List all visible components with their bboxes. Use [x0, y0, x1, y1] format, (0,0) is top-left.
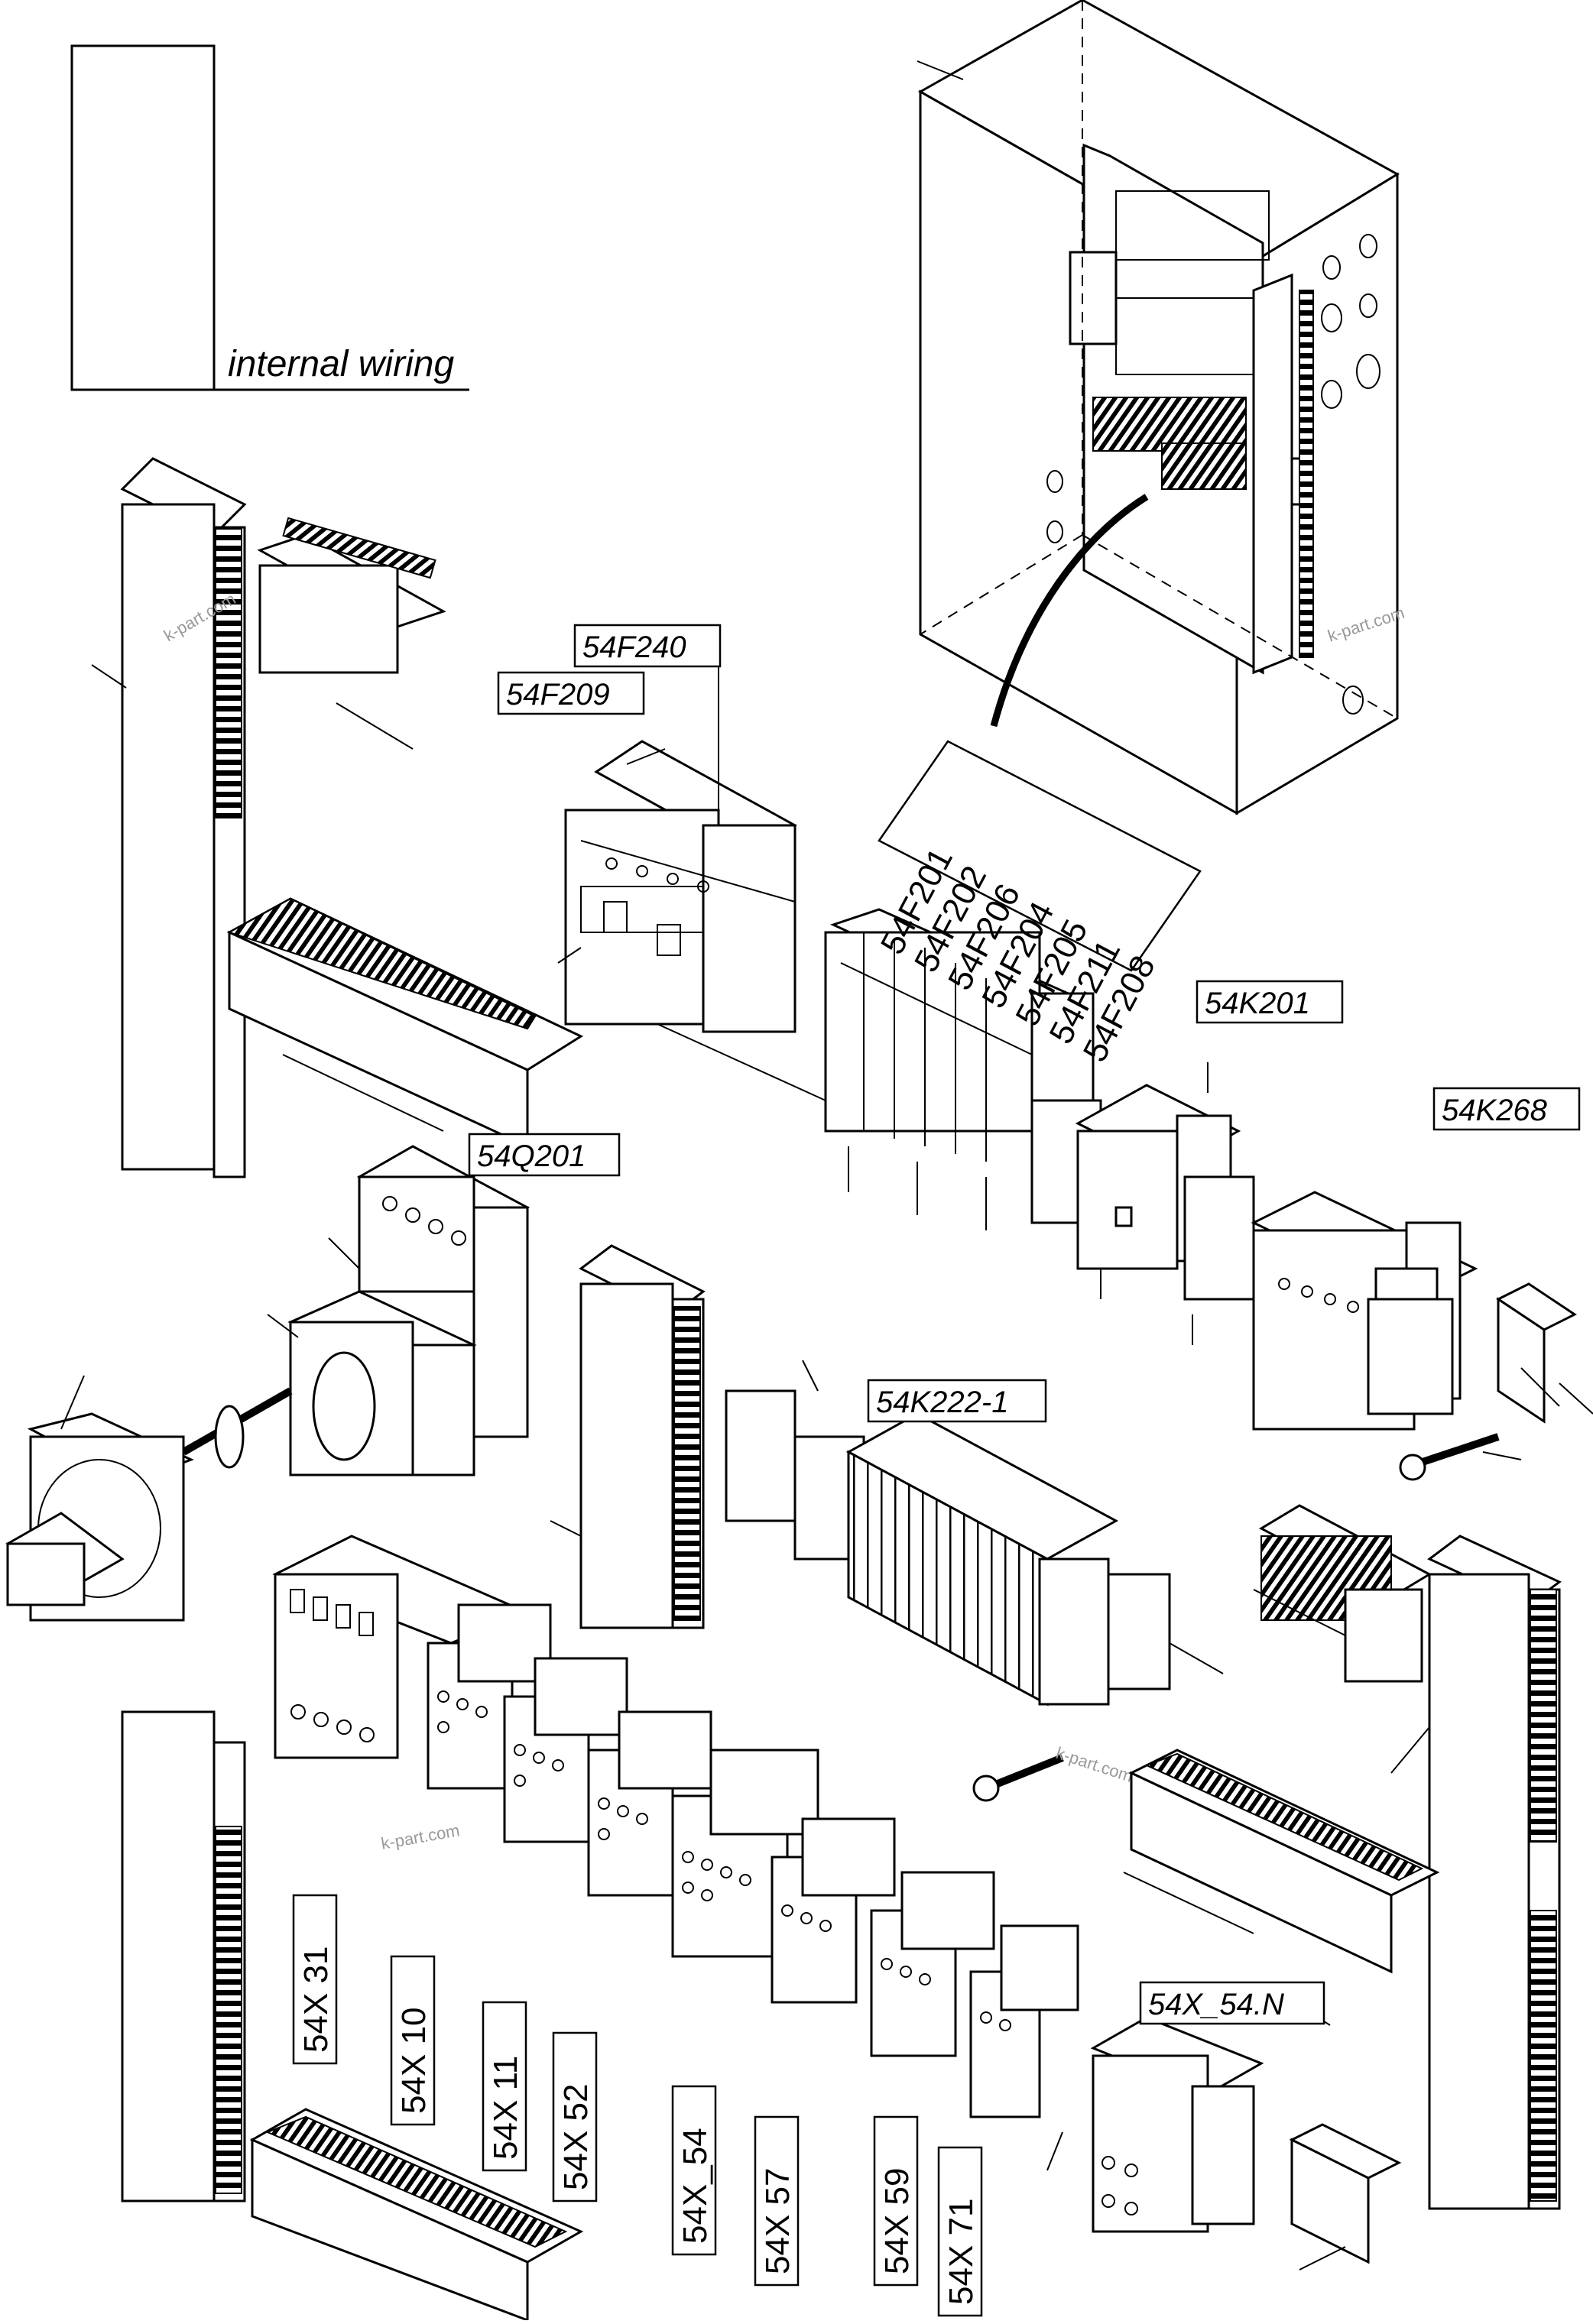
wiring-duct-vertical-center	[550, 1244, 706, 1629]
terminal-labels: 54X 31 54X 10 54X 11 54X 52 54X_54 54X 5…	[292, 1894, 983, 2317]
label-54f240: 54F240	[573, 624, 722, 668]
wiring-duct-horizontal-lower-left	[249, 2108, 584, 2322]
watermark: k-part.com	[380, 1820, 462, 1853]
label-54k201: 54K201	[1196, 980, 1344, 1024]
label-54f240-text: 54F240	[582, 630, 686, 664]
label-54k222-1-text: 54K222-1	[876, 1386, 1008, 1419]
label-54k201-text: 54K201	[1205, 987, 1310, 1020]
enclosure-cabinet-icon: k-part.com	[917, 0, 1406, 815]
label-54x-54n-text: 54X_54.N	[1148, 1988, 1284, 2021]
label-54x-57: 54X 57	[759, 2168, 796, 2274]
terminal-module	[771, 1817, 896, 2004]
label-54x-71: 54X 71	[942, 2199, 980, 2305]
relay-block-54k222-1: k-part.com	[725, 1360, 1224, 1786]
main-switch-54q201	[181, 1145, 530, 1476]
label-54q201-text: 54Q201	[477, 1139, 586, 1173]
label-54k222-1: 54K222-1	[867, 1379, 1047, 1423]
wiring-duct-horizontal-upper	[226, 897, 584, 1149]
terminal-module	[969, 1924, 1079, 2171]
wiring-duct-short-right	[1253, 1504, 1432, 1683]
relay-54k268	[1183, 1175, 1478, 1431]
din-rail-lower-right	[1289, 2123, 1402, 2271]
legend-text: internal wiring	[228, 344, 454, 384]
label-54f209-text: 54F209	[506, 678, 610, 711]
terminal-modules	[427, 1603, 1079, 2171]
label-54x-54n: 54X_54.N	[1139, 1981, 1325, 2025]
label-54k268: 54K268	[1432, 1087, 1581, 1131]
terminal-module	[503, 1657, 628, 1843]
label-54k268-text: 54K268	[1442, 1094, 1548, 1127]
terminal-module	[671, 1749, 819, 1958]
duct-cover-pieces	[257, 517, 446, 750]
terminal-block-54x-54n	[1090, 1986, 1331, 2233]
label-54q201: 54Q201	[468, 1133, 621, 1177]
circuit-breaker-54f209-54f240	[557, 657, 797, 1033]
wiring-duct-vertical-right	[1390, 1535, 1562, 2210]
wiring-duct-horizontal-lower-right	[1123, 1749, 1440, 1974]
terminal-module	[427, 1603, 552, 1790]
label-54x-54: 54X_54	[676, 2128, 714, 2244]
watermark: k-part.com	[1053, 1743, 1135, 1786]
terminal-module	[587, 1710, 712, 1897]
rotary-handle-icon	[5, 1375, 194, 1622]
screw-icon	[972, 1433, 1522, 1802]
terminal-module	[870, 1871, 995, 2057]
wiring-duct-vertical-lower-left	[121, 1710, 246, 2202]
label-54x-11: 54X 11	[487, 2056, 524, 2160]
wiring-duct-vertical-left: k-part.com	[91, 457, 247, 1178]
label-54x-31: 54X 31	[297, 1946, 335, 2053]
label-54x-52: 54X 52	[557, 2084, 595, 2190]
fuse-label-stack: 54F201 54F202 54F206 54F204 54F205 54F21…	[874, 740, 1202, 1068]
label-54f209: 54F209	[497, 671, 645, 715]
label-54x-59: 54X 59	[878, 2168, 916, 2274]
din-rail-right	[1496, 1282, 1593, 1424]
legend: internal wiring	[70, 44, 469, 391]
legend-box	[70, 44, 216, 391]
label-54x-10: 54X 10	[395, 2008, 433, 2114]
